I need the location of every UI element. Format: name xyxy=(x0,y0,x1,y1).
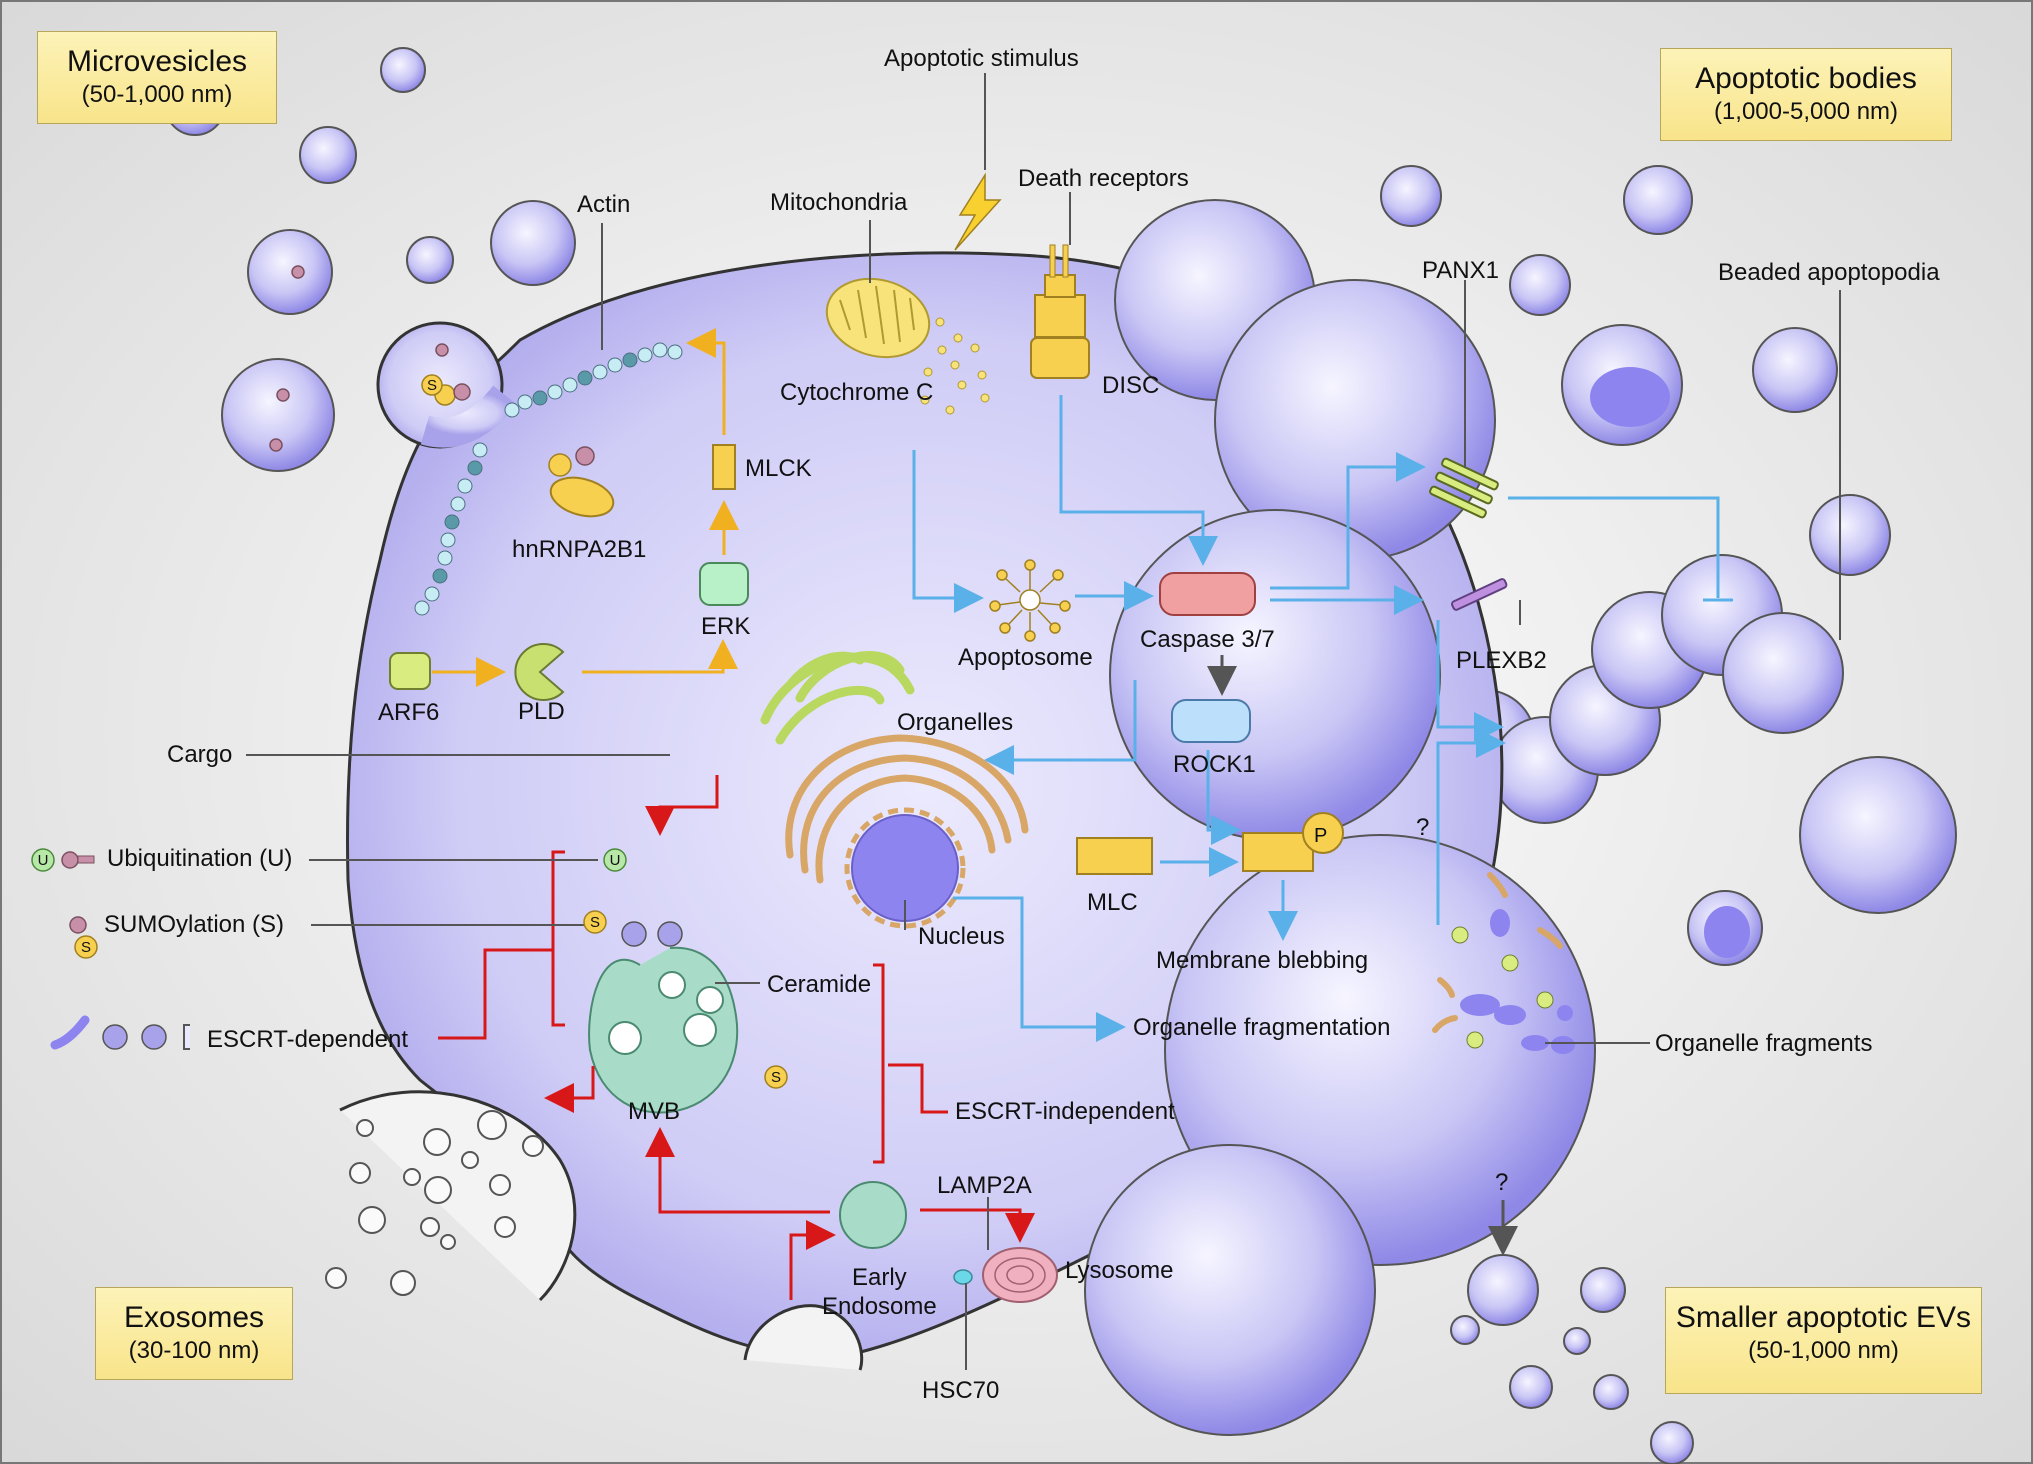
beaded-apoptopodia xyxy=(1434,554,1844,824)
small-ev xyxy=(1509,1365,1553,1409)
golgi-shape xyxy=(785,734,1029,884)
phosphate-marker xyxy=(1302,812,1344,854)
disc-shape xyxy=(1030,244,1090,379)
mlck-shape xyxy=(712,444,736,490)
caspase-shape xyxy=(1159,572,1256,616)
microvesicles-size: (50-1,000 nm) xyxy=(81,81,233,108)
nucleus-fragment xyxy=(1590,367,1670,427)
small-ev xyxy=(1450,1315,1480,1345)
plexb2-shape xyxy=(1451,578,1508,611)
microvesicle xyxy=(380,47,426,93)
exosomes-title: Exosomes xyxy=(123,1301,265,1334)
smaller-evs-title: Smaller apoptotic EVs xyxy=(1675,1301,1972,1334)
leader-lines xyxy=(246,73,1841,1370)
microvesicles-box: Microvesicles (50-1,000 nm) xyxy=(37,31,277,124)
early-endosome-shape xyxy=(839,1181,907,1249)
vesicle xyxy=(1509,254,1571,316)
microvesicle xyxy=(247,229,333,315)
microvesicle xyxy=(406,236,454,284)
exosomes-size: (30-100 nm) xyxy=(128,1337,260,1364)
escrt-subunit xyxy=(657,921,683,947)
exosomes-box: Exosomes (30-100 nm) xyxy=(95,1287,293,1380)
apoptotic-body xyxy=(1799,756,1957,914)
mvb-shape xyxy=(588,946,739,1114)
microvesicle xyxy=(299,126,357,184)
mlc-phosphorylated-shape xyxy=(1242,832,1314,872)
cargo-molecule xyxy=(269,438,283,452)
vesicle xyxy=(1809,494,1891,576)
rock1-shape xyxy=(1171,699,1251,743)
microvesicle xyxy=(221,358,335,472)
sumo-marker xyxy=(548,453,572,477)
exosome-arrows xyxy=(438,775,1035,1300)
organelles-shape xyxy=(760,650,915,745)
arf6-shape xyxy=(389,652,431,690)
signaling-arrows xyxy=(432,328,739,687)
microvesicles-title: Microvesicles xyxy=(66,45,248,78)
apoptotic-vesicles-group xyxy=(1380,165,1957,1464)
cargo-molecule xyxy=(291,265,305,279)
sumo-marker xyxy=(434,384,456,406)
nuclear-envelope xyxy=(844,807,966,929)
cytochrome-c-dots xyxy=(920,317,990,415)
mitochondria-shape xyxy=(825,277,931,359)
mlc-shape xyxy=(1076,837,1153,875)
organelle-fragments-group xyxy=(1432,872,1575,1054)
vesicle xyxy=(1380,165,1442,227)
cargo-molecule xyxy=(575,446,595,466)
lysosome-shape xyxy=(982,1247,1058,1303)
cargo-molecule xyxy=(276,388,290,402)
small-ev xyxy=(1563,1327,1591,1355)
exosomes-group xyxy=(325,1110,544,1296)
lightning-icon xyxy=(954,172,1002,251)
actin-filament xyxy=(414,342,683,616)
hnrnpa2b1-shape xyxy=(549,476,615,518)
apoptosome-shape xyxy=(989,559,1071,642)
smaller-evs-box: Smaller apoptotic EVs (50-1,000 nm) xyxy=(1665,1287,1982,1394)
small-ev xyxy=(1650,1421,1694,1464)
cargo-molecule xyxy=(453,383,471,401)
smaller-evs-size: (50-1,000 nm) xyxy=(1748,1337,1899,1364)
apoptotic-bodies-box: Apoptotic bodies (1,000-5,000 nm) xyxy=(1660,48,1952,141)
vesicle xyxy=(1752,327,1838,413)
apoptotic-bodies-title: Apoptotic bodies xyxy=(1695,62,1917,95)
pld-shape xyxy=(514,643,565,701)
small-ev xyxy=(1580,1267,1626,1313)
apoptotic-bodies-size: (1,000-5,000 nm) xyxy=(1713,98,1899,125)
cargo-molecule xyxy=(435,343,449,357)
nucleus-fragment xyxy=(1704,906,1750,958)
microvesicle xyxy=(490,200,576,286)
vesicle xyxy=(1623,165,1693,235)
apoptosis-arrows xyxy=(912,395,1733,1042)
erk-shape xyxy=(699,562,749,606)
escrt-subunit xyxy=(621,921,647,947)
panx1-shape xyxy=(1429,457,1499,519)
hsc70-shape xyxy=(953,1269,973,1285)
small-ev xyxy=(1593,1374,1629,1410)
